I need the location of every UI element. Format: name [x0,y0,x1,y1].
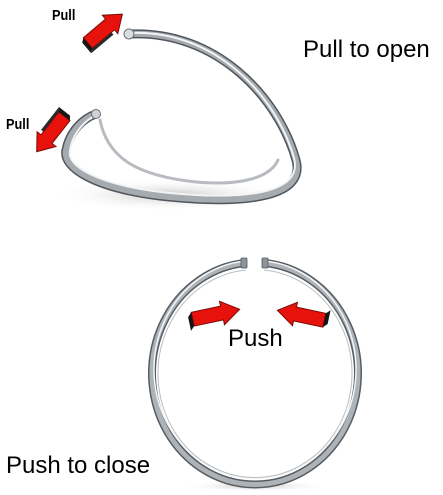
pull-label-left: Pull [6,116,30,133]
push-arrow-left [188,300,241,331]
pull-arrow-top [82,13,123,54]
push-label: Push [228,325,283,352]
open-instruction-caption: Pull to open [303,36,430,63]
closed-ring [148,257,362,492]
pull-arrow-left [36,106,71,153]
pull-label-top: Pull [52,7,76,24]
open-ring-tip-top [123,28,135,40]
push-arrow-right [276,301,331,328]
open-ring-tip-left [91,109,101,119]
open-ring [50,28,302,211]
close-instruction-caption: Push to close [6,452,151,479]
